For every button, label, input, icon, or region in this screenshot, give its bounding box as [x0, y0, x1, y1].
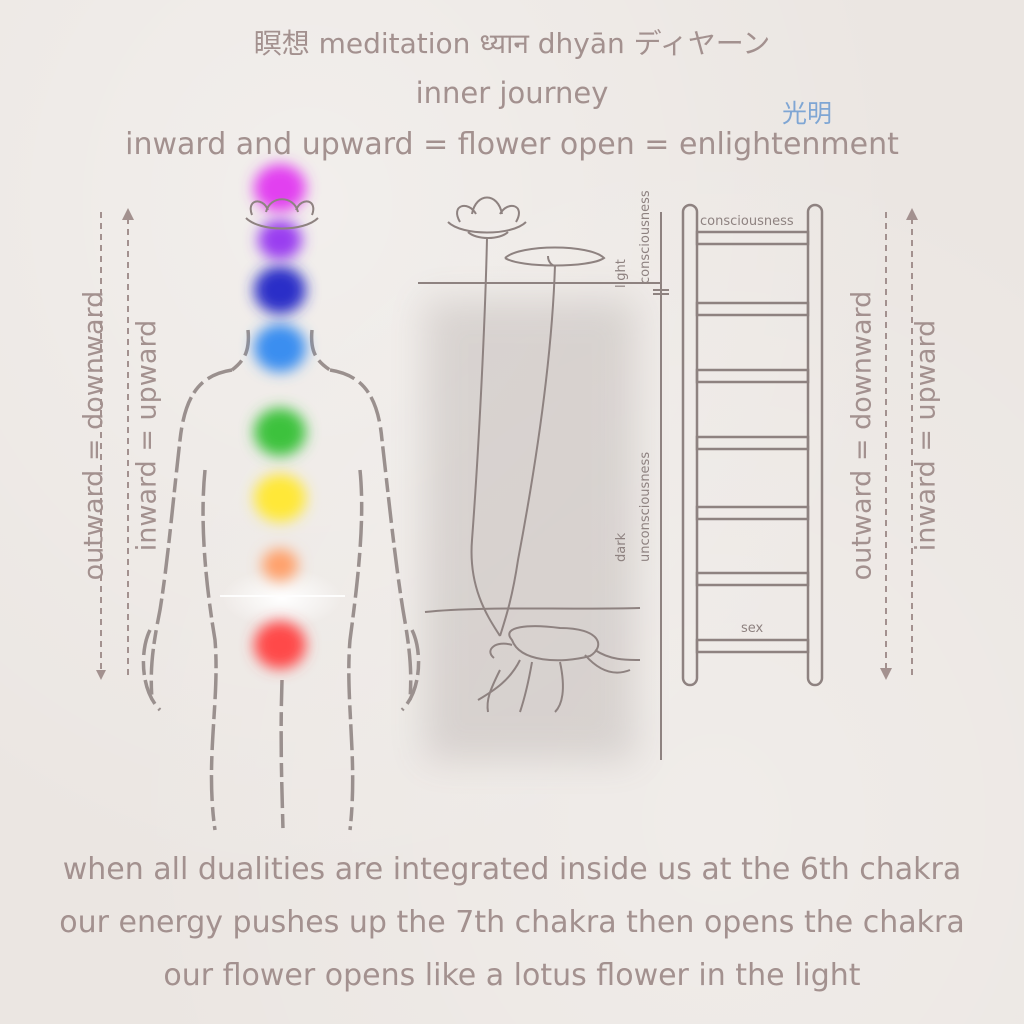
right-outer-arrowhead-icon: [880, 668, 892, 680]
ladder: [681, 203, 824, 687]
page-title: 瞑想 meditation ध्यान dhyān ディヤーン: [253, 27, 771, 60]
chakra-crown-lower: [258, 220, 302, 260]
consciousness-side-label: consciousness: [638, 190, 653, 284]
footer-line-2: our energy pushes up the 7th chakra then…: [59, 905, 965, 940]
footer-line-3: our flower opens like a lotus flower in …: [163, 958, 861, 993]
chakra-third-eye: [254, 266, 306, 314]
chakra-column: [254, 164, 306, 669]
lotus-ruler: [653, 212, 669, 760]
left-inward-label: inward = upward: [131, 319, 163, 552]
unconsciousness-label: unconsciousness: [638, 451, 653, 562]
right-inner-arrowhead-icon: [906, 208, 918, 220]
left-outward-label: outward = downward: [78, 290, 110, 581]
right-inward-label: inward = upward: [910, 319, 942, 552]
left-outer-arrowhead-icon: [96, 670, 106, 680]
lotus-plant: [418, 196, 662, 713]
right-arrows: [885, 212, 913, 678]
light-label: light: [614, 259, 629, 288]
body-outline: [141, 329, 421, 831]
tagline: inward and upward = flower open = enligh…: [125, 127, 899, 162]
chakra-solar-plexus: [254, 474, 306, 522]
kanji-light-label: 光明: [782, 99, 833, 128]
chakra-heart: [254, 408, 306, 456]
left-inner-arrowhead-icon: [122, 208, 134, 220]
dark-label: dark: [614, 532, 629, 562]
chakra-sacral: [262, 549, 298, 581]
chakra-crown: [254, 164, 306, 212]
chakra-root: [254, 621, 306, 669]
ladder-bottom-label: sex: [741, 621, 764, 636]
page-subtitle: inner journey: [415, 76, 609, 110]
light-glow: [222, 568, 342, 628]
chakra-throat: [254, 324, 306, 372]
ladder-top-label: consciousness: [700, 214, 794, 229]
right-outward-label: outward = downward: [846, 290, 878, 581]
lotus-shadow: [425, 300, 635, 760]
footer-line-1: when all dualities are integrated inside…: [62, 852, 962, 887]
head-lotus-icon: [245, 198, 319, 230]
